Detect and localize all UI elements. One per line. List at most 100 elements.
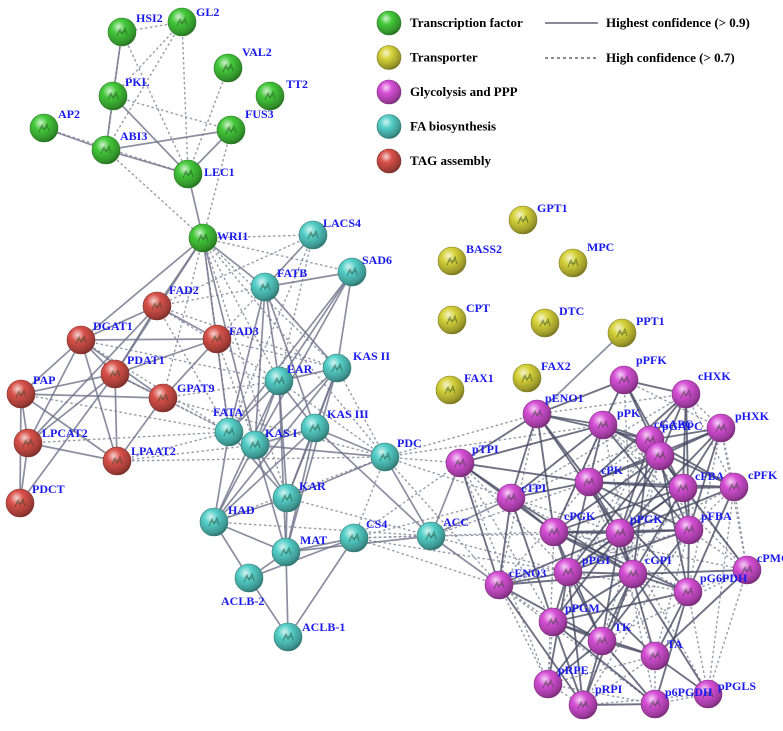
node-ap2[interactable]: AP2 [29, 107, 80, 143]
node-mpc[interactable]: MPC [558, 240, 614, 278]
node-ppt1[interactable]: PPT1 [607, 314, 665, 348]
node-prpi[interactable]: pRPI [568, 682, 623, 720]
node-ctpi[interactable]: cTPI [496, 481, 547, 513]
node-acc[interactable]: ACC [416, 515, 469, 551]
node-label: FATB [277, 266, 307, 280]
node-label: FATA [213, 405, 243, 419]
node-pg6pdh[interactable]: pG6PDH [673, 571, 748, 607]
node-label: PPT1 [636, 314, 665, 328]
node-kas-ii[interactable]: KAS II [322, 349, 390, 383]
node-dtc[interactable]: DTC [530, 304, 584, 338]
edge-solid-pPK-pTPI [459, 424, 604, 464]
edge-solid-pPFK-pENO1 [536, 379, 625, 415]
edge-dashed-cHXK-pENO1 [536, 393, 687, 415]
edge-solid-PKL-LEC1 [112, 95, 189, 175]
edge-dashed-WRI1-SAD6 [202, 237, 353, 273]
node-cfba[interactable]: cFBA [668, 469, 725, 503]
node-label: pGAPC [662, 419, 703, 433]
node-aclb-1[interactable]: ACLB-1 [273, 620, 345, 652]
edge-solid-ABI3-FUS3 [105, 129, 232, 151]
node-ppk[interactable]: pPK [588, 406, 641, 440]
protein-structure-icon [567, 257, 579, 268]
node-lpcat2[interactable]: LPCAT2 [13, 426, 88, 458]
node-sad6[interactable]: SAD6 [337, 253, 392, 287]
node-ppfk[interactable]: pPFK [609, 353, 667, 395]
edge-dashed-FAD2-FATA [156, 305, 230, 433]
node-phxk[interactable]: pHXK [706, 409, 770, 443]
node-pfba[interactable]: pFBA [674, 509, 732, 545]
node-ppgls[interactable]: pPGLS [693, 679, 756, 709]
edge-solid-FATB-KASII [264, 286, 338, 369]
node-cgapc[interactable]: cGAPC [645, 417, 693, 471]
node-ppgk[interactable]: pPGK [605, 512, 663, 548]
node-label: cGAPC [654, 417, 693, 431]
node-prpe[interactable]: pRPE [533, 663, 589, 699]
node-tt2[interactable]: TT2 [255, 77, 308, 111]
edge-solid-cTPI-pPGM [510, 497, 554, 623]
node-pdc[interactable]: PDC [370, 436, 422, 472]
node-tk[interactable]: TK [587, 620, 632, 656]
node-gpt1[interactable]: GPT1 [508, 201, 568, 235]
node-lec1[interactable]: LEC1 [173, 159, 235, 189]
node-lacs4[interactable]: LACS4 [298, 216, 361, 250]
node-cpk[interactable]: cPK [574, 463, 624, 497]
node-cgpi[interactable]: cGPI [618, 553, 672, 589]
protein-structure-icon [562, 566, 574, 577]
node-chxk[interactable]: cHXK [671, 369, 731, 409]
node-ta[interactable]: TA [640, 637, 683, 671]
node-gpat9[interactable]: GPAT9 [148, 381, 215, 413]
node-abi3[interactable]: ABI3 [91, 129, 147, 165]
node-cs4[interactable]: CS4 [339, 517, 387, 553]
node-kas-iii[interactable]: KAS III [300, 407, 369, 443]
node-aclb-2[interactable]: ACLB-2 [221, 563, 264, 608]
node-label: LPCAT2 [42, 426, 88, 440]
node-pdat1[interactable]: PDAT1 [100, 353, 165, 389]
protein-structure-icon [654, 450, 666, 461]
node-had[interactable]: HAD [199, 503, 255, 537]
node-fatb[interactable]: FATB [250, 266, 307, 302]
node-ppgi[interactable]: pPGI [553, 553, 610, 587]
node-cpgk[interactable]: cPGK [539, 509, 596, 547]
edge-dashed-CS4-pTPI [353, 462, 461, 539]
node-fax2[interactable]: FAX2 [512, 359, 571, 393]
node-val2[interactable]: VAL2 [213, 45, 272, 83]
node-fus3[interactable]: FUS3 [216, 107, 274, 145]
node-cpfk[interactable]: cPFK [719, 468, 778, 502]
node-gl2[interactable]: GL2 [167, 5, 219, 37]
node-peno1[interactable]: pENO1 [522, 391, 584, 429]
node-label: KAS III [327, 407, 369, 421]
node-p6pgdh[interactable]: p6PGDH [640, 685, 713, 719]
node-label: KAR [299, 479, 326, 493]
edge-solid-FATB-FATA [228, 286, 266, 433]
node-hsi2[interactable]: HSI2 [107, 11, 163, 47]
node-pap[interactable]: PAP [6, 373, 55, 409]
node-ptpi[interactable]: pTPI [445, 442, 499, 478]
node-mat[interactable]: MAT [271, 533, 327, 567]
edge-solid-KASI-MAT [254, 444, 287, 553]
node-pkl[interactable]: PKL [98, 75, 150, 111]
protein-structure-icon [111, 455, 123, 466]
node-fad2[interactable]: FAD2 [142, 283, 199, 321]
node-kas-i[interactable]: KAS I [240, 426, 298, 460]
edge-solid-PDAT1-LPCAT2 [27, 373, 116, 444]
node-fata[interactable]: FATA [213, 405, 243, 447]
node-dgat1[interactable]: DGAT1 [66, 319, 133, 355]
edge-solid-EAR-MAT [278, 380, 287, 553]
node-ear[interactable]: EAR [264, 362, 313, 396]
node-lpaat2[interactable]: LPAAT2 [102, 444, 176, 476]
node-bass2[interactable]: BASS2 [437, 242, 502, 276]
protein-structure-icon [702, 688, 714, 699]
node-fad3[interactable]: FAD3 [202, 324, 259, 354]
node-wri1[interactable]: WRI1 [188, 223, 248, 253]
node-cpt[interactable]: CPT [437, 301, 490, 335]
node-fax1[interactable]: FAX1 [435, 371, 494, 405]
node-ppgm[interactable]: pPGM [538, 601, 600, 637]
node-kar[interactable]: KAR [272, 479, 326, 513]
legend-label-tf: Transcription factor [410, 15, 523, 30]
node-ceno3[interactable]: cENO3 [484, 566, 546, 600]
node-cpmg[interactable]: cPMG [732, 551, 783, 585]
node-pdct[interactable]: PDCT [5, 482, 65, 518]
protein-structure-icon [627, 568, 639, 579]
edge-solid-pG6PDH-p6PGDH [654, 591, 689, 705]
node-label: LPAAT2 [131, 444, 176, 458]
